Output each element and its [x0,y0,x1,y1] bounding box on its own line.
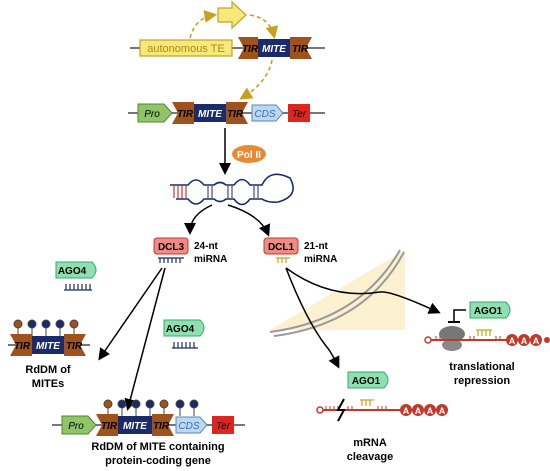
ago4-left: AGO4 [55,261,97,291]
tir-left-gene-label: TIR [177,109,194,120]
ago4-middle: AGO4 [163,319,205,349]
repression-caption-line2: repression [454,375,511,387]
svg-text:A: A [521,336,528,346]
arrow-dcl1-to-repression [285,267,441,314]
ter-label: Ter [292,109,307,120]
cleavage-caption-line1: mRNA [353,437,387,449]
rddm-gene-pro: Pro [68,421,84,432]
arrow-dcl3-to-rddm-mite [98,267,163,361]
mite-gene-label: MITE [198,109,222,120]
rddm-gene-construct: Pro TIR MITE TIR CDS Ter RdDM of MITE co… [52,399,245,467]
cleavage-caption-line2: cleavage [347,451,393,463]
rddm-mite-tir-right: TIR [66,341,83,352]
svg-text:A: A [509,336,516,346]
hairpin-stem-pairs [173,186,187,198]
dcl1-label: DCL1 [268,242,295,253]
svg-text:A: A [427,406,434,416]
mite-box-top [258,39,290,57]
dcl1-size-line2: miRNA [304,254,337,265]
ter-box [288,104,310,122]
dcl1-small-rna [276,257,290,263]
arrow-dcl1-to-cleavage [285,267,340,369]
autonomous-te-box [139,39,233,57]
cleavage-lightning-icon [336,398,346,422]
dcl1-size-line1: 21-nt [304,241,329,252]
pol-ii-badge: Pol II [232,145,266,163]
pro-arrow [137,103,173,123]
tir-left-top [238,37,258,59]
tir-right-top [290,37,312,59]
rddm-gene-mite: MITE [123,421,147,432]
dcl1-complex: DCL1 21-nt miRNA [263,237,337,265]
arrow-dcl3-to-rddm-gene [124,267,166,411]
cds-label: CDS [254,109,275,120]
tir-left-top-label: TIR [242,44,259,55]
transposase-cycle [189,0,279,100]
ago4-left-label: AGO4 [58,266,87,277]
hairpin-internal-pairs [207,186,259,198]
rddm-mite-caption-line2: MITEs [32,378,64,390]
ribosome-icon [439,326,465,351]
repression-bar-icon [453,309,466,322]
pol-ii-label: Pol II [237,150,261,161]
rddm-gene-cds: CDS [178,421,199,432]
dcl3-complex: DCL3 24-nt miRNA [153,237,227,265]
top-transposon-row: autonomous TE TIR MITE TIR [130,37,325,59]
arrow-to-dcl3 [184,204,213,235]
rddm-gene-tir-left: TIR [101,421,118,432]
hairpin-rna [170,173,294,206]
svg-text:A: A [439,406,446,416]
rddm-gene-tir-right: TIR [153,421,170,432]
svg-text:A: A [415,406,422,416]
mrna-cleavage: AGO1 A A A A mRNA cleavage [316,371,448,463]
mite-top-label: MITE [262,44,286,55]
tir-left-gene [172,102,194,124]
mite-box-gene [194,104,226,122]
cds-arrow [251,104,284,122]
transposase-arrow-glyph [217,0,247,30]
rddm-gene-caption-line2: protein-coding gene [105,455,211,467]
gene-insertion-row: Pro TIR MITE TIR CDS Ter [128,102,325,124]
tir-right-top-label: TIR [292,44,309,55]
arrow-to-dcl1 [227,204,271,237]
svg-text:A: A [533,336,540,346]
dcl3-size-line1: 24-nt [194,241,219,252]
svg-text:A: A [403,406,410,416]
ago4-middle-label: AGO4 [166,324,195,335]
tir-right-gene [226,102,248,124]
methylation-lollipops-gene [103,399,199,416]
nuclear-membrane [269,249,405,337]
rddm-mite-mite: MITE [36,341,60,352]
translational-repression: AGO1 A A A translational repression [424,301,550,387]
rddm-mite-construct: TIR MITE TIR RdDM of MITEs [8,319,90,390]
dcl3-small-rna [158,257,184,263]
rddm-mite-tir-left: TIR [14,341,31,352]
rddm-gene-ter: Ter [216,421,231,432]
dcl3-size-line2: miRNA [194,254,227,265]
pro-label: Pro [144,109,160,120]
ago1-repression-label: AGO1 [474,306,503,317]
rddm-mite-caption-line1: RdDM of [25,364,71,376]
cleavage-polya-tail: A A A A [400,404,448,416]
methylation-lollipops-mite [13,319,79,336]
rddm-gene-caption-line1: RdDM of MITE containing [91,441,224,453]
autonomous-te-label: autonomous TE [147,43,224,55]
tir-right-gene-label: TIR [227,109,244,120]
dcl3-label: DCL3 [158,242,185,253]
repression-caption-line1: translational [449,361,514,373]
repression-polya-tail: A A A [506,334,550,346]
ago1-cleavage-label: AGO1 [352,376,381,387]
